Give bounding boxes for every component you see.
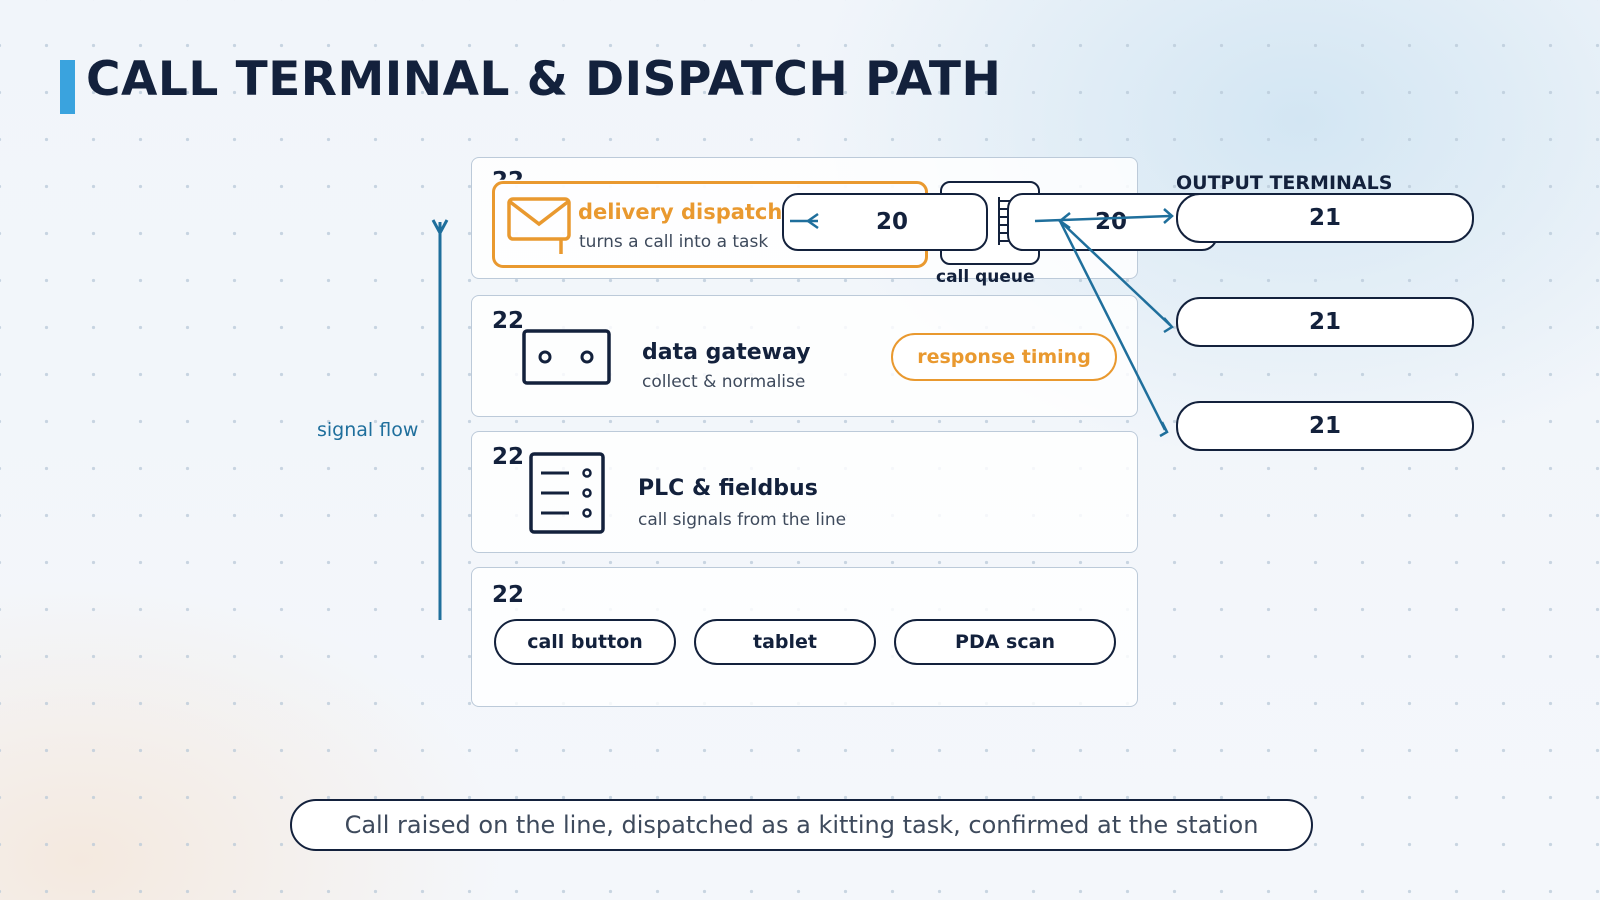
plc-sub: call signals from the line [638,510,847,530]
layer-number: 22 [492,308,525,334]
plc-icon [529,452,607,540]
output-terminal[interactable]: 21 [1176,193,1474,243]
output-terminals-heading: OUTPUT TERMINALS [1176,172,1393,194]
page-title: CALL TERMINAL & DISPATCH PATH [86,52,1002,107]
layer-number: 22 [492,582,525,608]
queue-in-count: 20 [782,193,988,251]
call-queue-label: call queue [936,267,1035,287]
response-timing-badge[interactable]: response timing [891,333,1117,381]
output-terminal[interactable]: 21 [1176,401,1474,451]
plc-label: PLC & fieldbus [638,476,818,501]
gateway-sub: collect & normalise [642,372,806,392]
signal-flow-arrowhead [431,219,449,237]
layer-number: 22 [492,444,525,470]
title-accent-bar [60,60,75,114]
dispatch-sub: turns a call into a task [579,232,769,252]
caption-banner: Call raised on the line, dispatched as a… [290,799,1313,851]
layer-plc: 22 PLC & fieldbus call signals from the … [471,431,1138,553]
input-call-button[interactable]: call button [494,619,676,665]
gateway-label: data gateway [642,340,811,365]
input-tablet[interactable]: tablet [694,619,876,665]
input-pda-scan[interactable]: PDA scan [894,619,1116,665]
signal-flow-label: signal flow [317,419,419,441]
gateway-icon [522,329,612,391]
layer-number: 22 [492,168,524,180]
output-terminal[interactable]: 21 [1176,297,1474,347]
dispatch-label: delivery dispatch [578,200,783,224]
envelope-icon [506,196,576,262]
